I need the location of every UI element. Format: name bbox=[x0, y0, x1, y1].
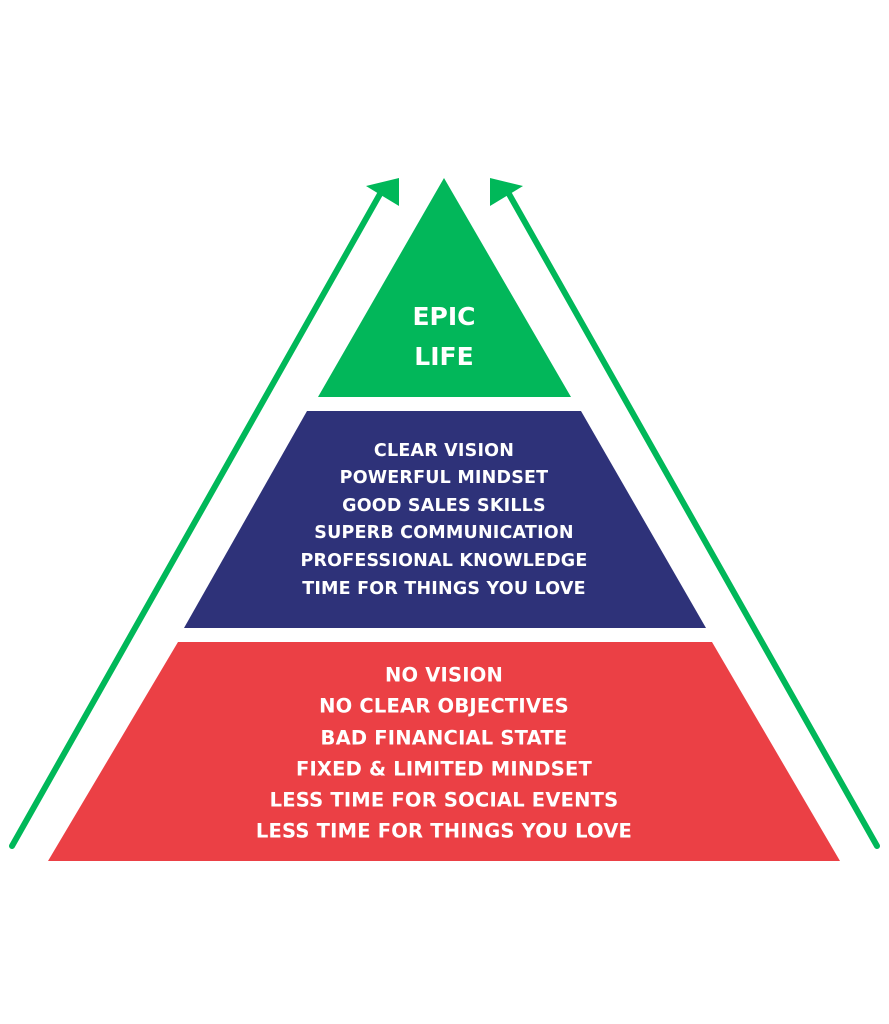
middle-tier-line: SUPERB COMMUNICATION bbox=[314, 523, 573, 543]
middle-tier-line: CLEAR VISION bbox=[374, 441, 514, 461]
top-tier-line: EPIC bbox=[412, 302, 475, 331]
right-arrow-head bbox=[490, 178, 523, 206]
right-arrow-icon bbox=[490, 178, 880, 849]
left-arrow-shaft bbox=[9, 191, 383, 849]
top-tier-text: EPIC LIFE bbox=[412, 302, 475, 371]
bottom-tier-line: FIXED & LIMITED MINDSET bbox=[296, 758, 593, 781]
top-tier-line: LIFE bbox=[414, 342, 473, 371]
bottom-tier-line: NO VISION bbox=[385, 664, 503, 687]
bottom-tier-line: NO CLEAR OBJECTIVES bbox=[319, 695, 569, 718]
middle-tier-line: POWERFUL MINDSET bbox=[340, 468, 549, 488]
right-arrow-shaft bbox=[506, 191, 880, 849]
left-arrow-head bbox=[366, 178, 399, 206]
bottom-tier-line: LESS TIME FOR SOCIAL EVENTS bbox=[270, 789, 619, 812]
bottom-tier-line: LESS TIME FOR THINGS YOU LOVE bbox=[256, 820, 632, 843]
pyramid-bottom-tier bbox=[48, 642, 840, 861]
pyramid-top-tier bbox=[318, 178, 571, 397]
bottom-tier-text: NO VISION NO CLEAR OBJECTIVES BAD FINANC… bbox=[256, 664, 632, 843]
middle-tier-line: GOOD SALES SKILLS bbox=[342, 496, 546, 516]
pyramid-middle-tier bbox=[184, 411, 706, 628]
middle-tier-line: TIME FOR THINGS YOU LOVE bbox=[302, 579, 586, 599]
left-arrow-icon bbox=[9, 178, 399, 849]
middle-tier-text: CLEAR VISION POWERFUL MINDSET GOOD SALES… bbox=[300, 441, 587, 599]
middle-tier-line: PROFESSIONAL KNOWLEDGE bbox=[300, 551, 587, 571]
bottom-tier-line: BAD FINANCIAL STATE bbox=[321, 727, 568, 750]
